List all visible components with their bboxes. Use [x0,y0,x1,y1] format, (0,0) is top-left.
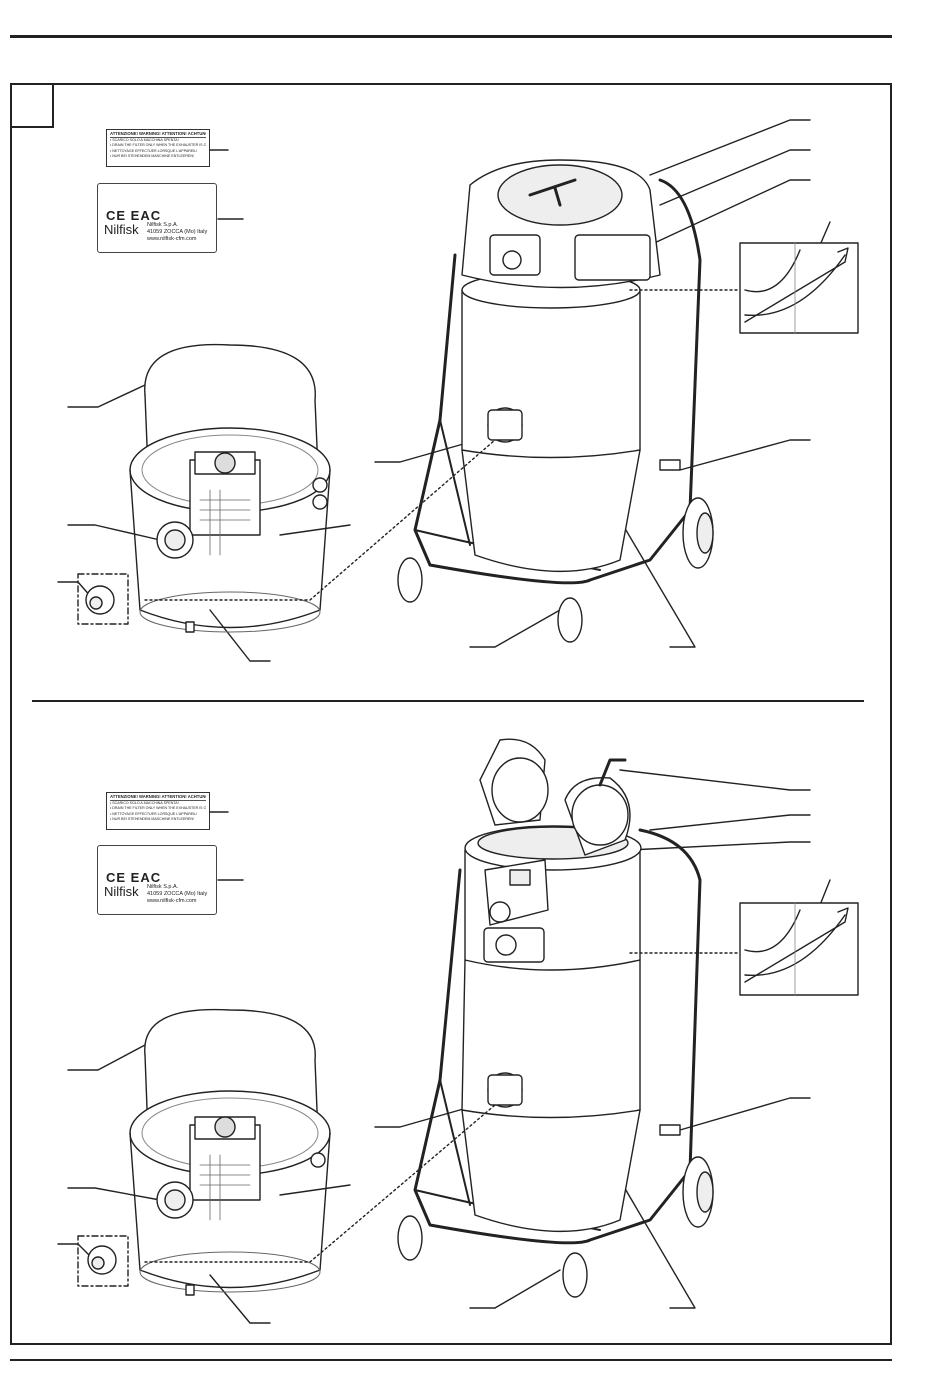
brand-name: Nilfisk [104,222,139,237]
warning-label-line: • NETTOYAGE EFFECTUER LORSQUE L'APPAREIL… [110,148,198,153]
warning-label-line: • DRAIN THE FILTER ONLY WHEN THE EXHAUST… [110,806,206,811]
vacuum-drawing-bottom [397,738,714,1298]
bottom-rule [10,1359,892,1361]
top-rule [10,35,892,38]
section-divider [32,700,864,702]
container-drawing-top [129,343,331,633]
seal-detail-inset-bottom [739,902,859,996]
warning-label-bottom: ATTENZIONE! WARNING! ATTENTION! ACHTUNG!… [106,792,210,830]
figure-frame [10,83,892,1345]
company-address: 41059 ZOCCA (Mo) Italy [147,229,208,235]
filter-cap-detail-top [77,573,129,625]
warning-label-line: • NUR BEI STEHENDEM MASCHINE ENTLEEREN! [110,154,194,159]
rating-plate-top: CE EAC Nilfisk Nilfisk S.p.A. 41059 ZOCC… [97,183,217,253]
warning-label-line: • DRAIN THE FILTER ONLY WHEN THE EXHAUST… [110,143,206,148]
brand-name: Nilfisk [104,884,139,899]
rating-plate-bottom: CE EAC Nilfisk Nilfisk S.p.A. 41059 ZOCC… [97,845,217,915]
figure-number-box [10,83,54,128]
company-address: 41059 ZOCCA (Mo) Italy [147,891,208,897]
seal-detail-inset-top [739,242,859,334]
warning-label-title: ATTENZIONE! WARNING! ATTENTION! ACHTUNG!… [110,794,206,801]
container-drawing-bottom [129,1008,331,1296]
company-name: Nilfisk S.p.A. [147,884,179,890]
warning-label-line: • SCARICO SOLO A MACCHINA SPENTA! [110,801,179,805]
warning-label-title: ATTENZIONE! WARNING! ATTENTION! ACHTUNG!… [110,131,206,138]
warning-label-line: • NETTOYAGE EFFECTUER LORSQUE L'APPAREIL… [110,811,198,816]
certification-marks: CE EAC [106,208,162,223]
vacuum-drawing-top [397,159,714,643]
warning-label-line: • NUR BEI STEHENDEM MASCHINE ENTLEEREN! [110,817,194,822]
filter-cap-detail-bottom [77,1235,129,1287]
dotted-connectors-top [144,289,741,601]
certification-marks: CE EAC [106,870,162,885]
company-name: Nilfisk S.p.A. [147,222,179,228]
dotted-connectors-bottom [144,952,741,1263]
company-website: www.nilfisk-cfm.com [147,236,197,242]
warning-label-line: • SCARICO SOLO A MACCHINA SPENTA! [110,138,179,142]
company-website: www.nilfisk-cfm.com [147,898,197,904]
warning-label-top: ATTENZIONE! WARNING! ATTENTION! ACHTUNG!… [106,129,210,167]
